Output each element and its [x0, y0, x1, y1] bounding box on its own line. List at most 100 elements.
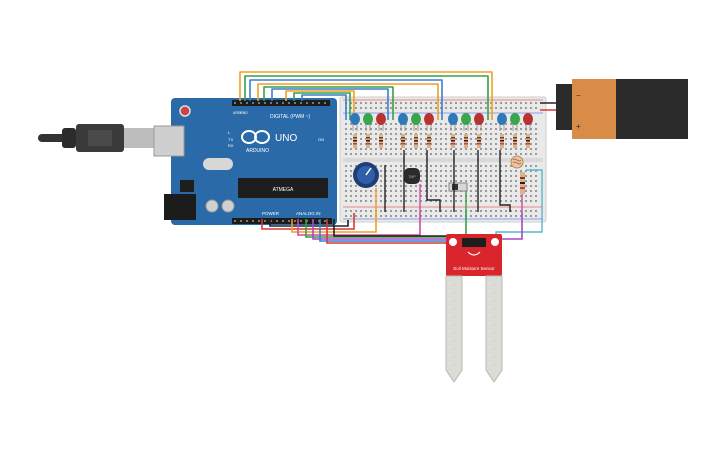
led-blue[interactable]	[350, 113, 360, 131]
breadboard-hole	[490, 128, 492, 130]
wire-power-gnd[interactable]	[269, 219, 349, 227]
wire-orange-digital-3[interactable]	[285, 90, 355, 120]
resistor-band	[353, 140, 357, 142]
photoresistor[interactable]	[510, 155, 525, 194]
breadboard-hole	[365, 215, 367, 217]
breadboard[interactable]	[339, 96, 547, 223]
wire-blue-digital[interactable]	[249, 79, 443, 120]
wire-analog-a3[interactable]	[312, 212, 523, 240]
wire-green-digital[interactable]	[244, 75, 489, 120]
wire-analog-a2[interactable]	[305, 212, 467, 238]
wire-analog-a1[interactable]	[297, 212, 421, 236]
breadboard-hole	[415, 148, 417, 150]
wire-led-ground-5[interactable]	[499, 150, 511, 212]
wire-orange-digital-2[interactable]	[257, 83, 439, 120]
breadboard-hole	[355, 190, 357, 192]
breadboard-hole	[405, 210, 407, 212]
breadboard-hole	[445, 210, 447, 212]
resistor-band	[401, 140, 405, 142]
led-green[interactable]	[510, 113, 520, 131]
slide-switch-toggle[interactable]	[452, 184, 458, 190]
breadboard-hole	[450, 153, 452, 155]
resistor	[500, 134, 504, 148]
breadboard-holes	[345, 102, 537, 217]
reset-button[interactable]	[179, 105, 191, 117]
wire-led-ground-2[interactable]	[426, 150, 441, 212]
breadboard-hole	[390, 185, 392, 187]
led-blue[interactable]	[448, 113, 458, 131]
arduino-uno-board[interactable]: ATMEGA ARDUINO UNO DIGITAL (PWM ~) POWER…	[153, 98, 337, 225]
breadboard-hole	[480, 148, 482, 150]
breadboard-hole	[450, 175, 452, 177]
breadboard-hole	[380, 148, 382, 150]
breadboard-hole	[435, 180, 437, 182]
breadboard-hole	[480, 180, 482, 182]
breadboard-hole	[485, 190, 487, 192]
led-green[interactable]	[411, 113, 421, 131]
breadboard-hole	[360, 133, 362, 135]
potentiometer[interactable]	[353, 162, 379, 188]
resistor	[379, 134, 383, 148]
breadboard-hole	[430, 195, 432, 197]
soil-moisture-sensor[interactable]: Soil Moisture Sensor	[445, 234, 503, 383]
breadboard-hole	[465, 180, 467, 182]
breadboard-hole	[445, 143, 447, 145]
breadboard-hole	[435, 210, 437, 212]
breadboard-hole	[405, 107, 407, 109]
wire-green-digital-3[interactable]	[293, 92, 351, 120]
breadboard-hole	[410, 153, 412, 155]
header-pin	[324, 102, 326, 104]
led-green[interactable]	[363, 113, 373, 131]
breadboard-hole	[525, 195, 527, 197]
breadboard-hole	[530, 133, 532, 135]
breadboard-hole	[495, 180, 497, 182]
breadboard-hole	[345, 165, 347, 167]
resistor	[401, 134, 405, 148]
wire-orange-digital[interactable]	[239, 71, 493, 120]
breadboard-hole	[380, 215, 382, 217]
breadboard-hole	[530, 215, 532, 217]
header-pin	[288, 220, 290, 222]
breadboard-hole	[425, 165, 427, 167]
breadboard-hole	[410, 190, 412, 192]
breadboard-hole	[395, 102, 397, 104]
temperature-sensor[interactable]: TMP	[404, 168, 420, 184]
breadboard-hole	[425, 138, 427, 140]
breadboard-hole	[350, 185, 352, 187]
breadboard-hole	[455, 210, 457, 212]
header-pin	[246, 102, 248, 104]
breadboard-hole	[355, 210, 357, 212]
breadboard-hole	[385, 185, 387, 187]
led-red[interactable]	[523, 113, 533, 131]
breadboard-hole	[410, 195, 412, 197]
led-red[interactable]	[376, 113, 386, 131]
breadboard-hole	[510, 165, 512, 167]
breadboard-hole	[425, 200, 427, 202]
breadboard-hole	[445, 165, 447, 167]
logo-right-loop	[254, 130, 270, 144]
breadboard-hole	[515, 215, 517, 217]
battery-9v[interactable]: − + 9V	[556, 79, 688, 139]
led-body	[424, 113, 434, 125]
led-blue[interactable]	[497, 113, 507, 131]
led-red[interactable]	[424, 113, 434, 131]
led-blue[interactable]	[398, 113, 408, 131]
breadboard-hole	[510, 143, 512, 145]
wire-blue-digital-3[interactable]	[301, 94, 347, 120]
led-green[interactable]	[461, 113, 471, 131]
breadboard-hole	[515, 102, 517, 104]
breadboard-hole	[480, 170, 482, 172]
breadboard-hole	[470, 143, 472, 145]
breadboard-hole	[490, 210, 492, 212]
resistor-band	[526, 143, 530, 145]
led-red[interactable]	[474, 113, 484, 131]
header-pin	[270, 102, 272, 104]
wire-green-digital-2[interactable]	[263, 86, 394, 120]
breadboard-hole	[475, 215, 477, 217]
breadboard-hole	[375, 133, 377, 135]
wire-blue-digital-2[interactable]	[271, 88, 389, 120]
soil-sensor-title: Soil Moisture Sensor	[453, 266, 495, 271]
breadboard-hole	[490, 200, 492, 202]
slide-switch[interactable]	[448, 182, 468, 192]
wire-power-5v[interactable]	[261, 213, 355, 230]
